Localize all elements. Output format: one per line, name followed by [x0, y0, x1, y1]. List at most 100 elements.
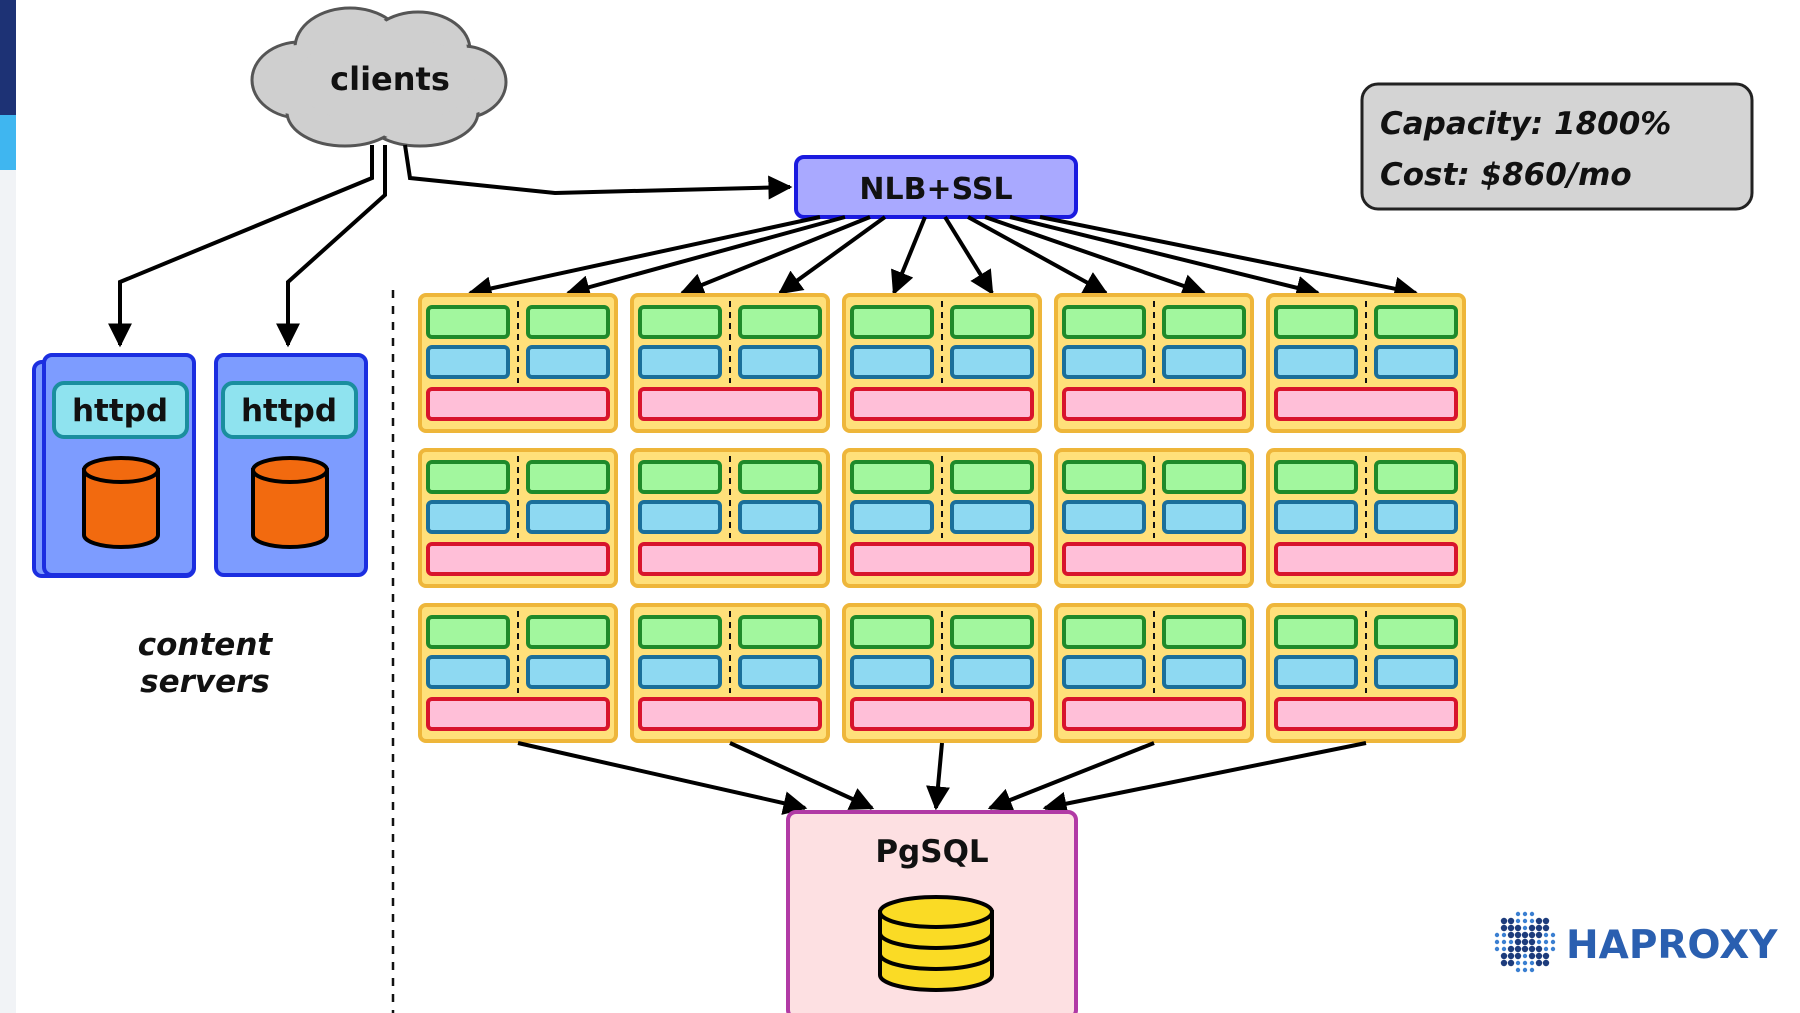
- logo-dot: [1522, 911, 1528, 917]
- green-slot: [850, 460, 934, 494]
- pink-slot: [1062, 542, 1246, 576]
- arrow-clients-to-nlb: [403, 144, 793, 200]
- logo-dot: [1535, 959, 1543, 967]
- logo-dot: [1535, 917, 1543, 925]
- logo-dot: [1515, 911, 1521, 917]
- clients-label: clients: [330, 60, 450, 98]
- green-slot: [638, 305, 722, 339]
- logo-dot: [1514, 938, 1522, 946]
- blue-slot: [738, 500, 822, 534]
- app-node: [630, 448, 830, 588]
- disk-cylinder-icon: [251, 456, 329, 549]
- blue-slot: [950, 500, 1034, 534]
- logo-dot: [1514, 945, 1522, 953]
- clients-cloud: clients: [250, 6, 508, 148]
- nlb-ssl-box: NLB+SSL: [794, 155, 1078, 219]
- green-slot: [1162, 460, 1246, 494]
- blue-slot: [1062, 500, 1146, 534]
- arrow-node-to-db: [1042, 741, 1367, 816]
- pink-slot: [850, 387, 1034, 421]
- green-slot: [738, 305, 822, 339]
- blue-slot: [526, 500, 610, 534]
- logo-dot: [1536, 939, 1542, 945]
- blue-slot: [1162, 345, 1246, 379]
- arrow-nlb-to-node: [467, 215, 821, 301]
- green-slot: [526, 305, 610, 339]
- blue-slot: [1374, 345, 1458, 379]
- green-slot: [526, 615, 610, 649]
- logo-dot: [1494, 939, 1500, 945]
- green-slot: [850, 615, 934, 649]
- pink-slot: [426, 387, 610, 421]
- blue-slot: [950, 345, 1034, 379]
- pink-slot: [638, 697, 822, 731]
- arrow-nlb-to-node: [679, 215, 871, 297]
- logo-dot: [1514, 952, 1522, 960]
- pink-slot: [850, 697, 1034, 731]
- arrow-node-to-db: [729, 741, 875, 810]
- app-node: [842, 448, 1042, 588]
- db-fanin-arrows: [517, 741, 1367, 816]
- green-slot: [950, 305, 1034, 339]
- green-slot: [426, 615, 510, 649]
- nlb-fanout-arrows: [467, 215, 1419, 301]
- logo-dot: [1507, 924, 1515, 932]
- logo-dot: [1528, 931, 1536, 939]
- arrow-nlb-to-node: [984, 215, 1207, 298]
- logo-dot: [1535, 952, 1543, 960]
- blue-slot: [1374, 500, 1458, 534]
- arrow-nlb-to-node: [565, 215, 846, 299]
- content-servers-label-line1: content: [138, 627, 274, 663]
- logo-dot: [1528, 924, 1536, 932]
- blue-slot: [638, 655, 722, 689]
- app-node: [1054, 293, 1254, 433]
- blue-slot: [1374, 655, 1458, 689]
- logo-dot: [1514, 931, 1522, 939]
- haproxy-wordmark: HAPROXY: [1566, 923, 1778, 968]
- left-accent-bar-light: [0, 115, 16, 170]
- arrow-nlb-to-node: [967, 215, 1109, 295]
- logo-dot: [1529, 960, 1535, 966]
- pink-slot: [638, 542, 822, 576]
- app-node-grid: [418, 293, 1466, 743]
- logo-dot: [1521, 938, 1529, 946]
- logo-dot: [1501, 946, 1507, 952]
- logo-dot: [1550, 932, 1556, 938]
- blue-slot: [1162, 500, 1246, 534]
- green-slot: [1162, 305, 1246, 339]
- pink-slot: [1274, 542, 1458, 576]
- logo-dot: [1507, 952, 1515, 960]
- logo-dot: [1507, 917, 1515, 925]
- pink-slot: [1062, 697, 1246, 731]
- app-node: [1266, 293, 1466, 433]
- green-slot: [526, 460, 610, 494]
- green-slot: [426, 460, 510, 494]
- nlb-label: NLB+SSL: [859, 172, 1012, 207]
- logo-dot: [1522, 918, 1528, 924]
- disk-cylinder-icon: [82, 456, 160, 549]
- blue-slot: [1062, 345, 1146, 379]
- green-slot: [850, 305, 934, 339]
- logo-dot: [1529, 911, 1535, 917]
- green-slot: [950, 615, 1034, 649]
- blue-slot: [426, 345, 510, 379]
- content-server-2: httpd: [214, 353, 368, 577]
- app-node: [1266, 603, 1466, 743]
- arrow-node-to-db: [517, 741, 808, 815]
- app-node: [842, 603, 1042, 743]
- blue-slot: [1274, 655, 1358, 689]
- pgsql-label: PgSQL: [875, 834, 988, 870]
- logo-dot: [1550, 946, 1556, 952]
- pgsql-box: PgSQL: [786, 810, 1078, 1013]
- logo-dot: [1514, 924, 1522, 932]
- app-node: [1266, 448, 1466, 588]
- green-slot: [1162, 615, 1246, 649]
- pink-slot: [1274, 387, 1458, 421]
- logo-dot: [1543, 939, 1549, 945]
- logo-dot: [1528, 945, 1536, 953]
- logo-dot: [1528, 938, 1536, 946]
- content-server-1: httpd: [32, 353, 196, 578]
- logo-dot: [1515, 918, 1521, 924]
- pink-slot: [426, 542, 610, 576]
